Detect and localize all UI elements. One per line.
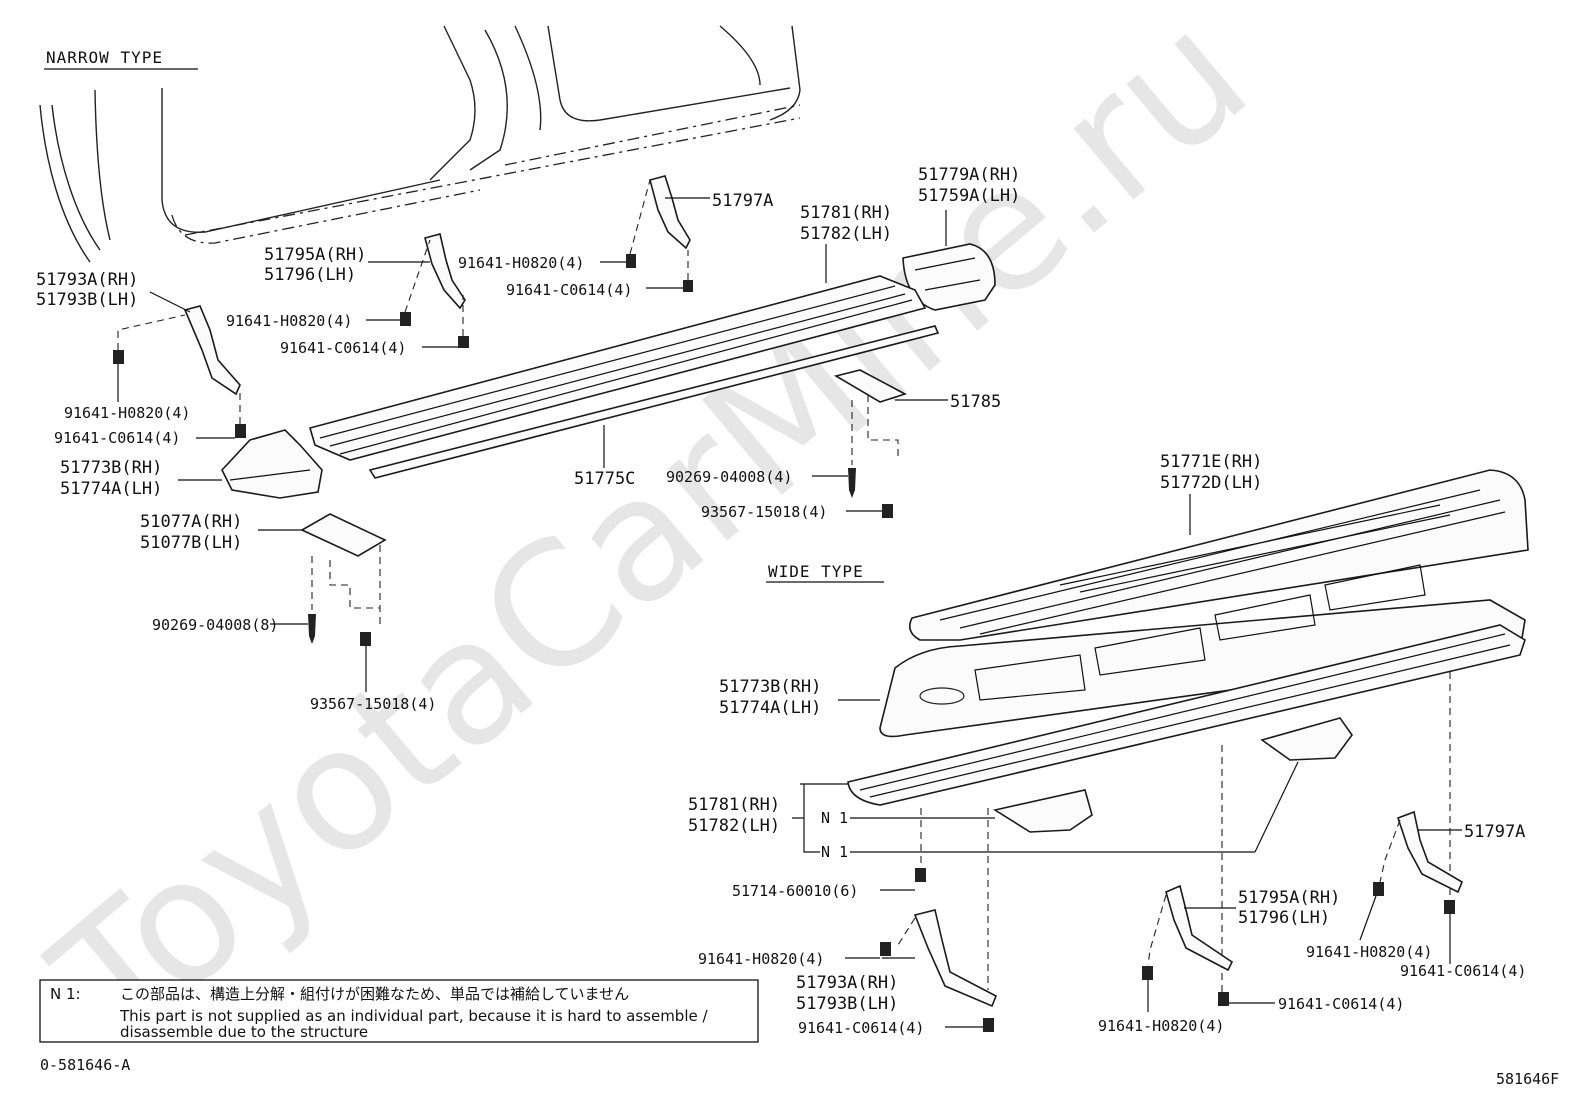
footer-left-code: 0-581646-A bbox=[40, 1056, 130, 1074]
bolt-icon bbox=[880, 868, 926, 891]
label-51793B-top: 51793B(LH) bbox=[36, 290, 138, 310]
label-51774A-wide: 51774A(LH) bbox=[719, 698, 821, 718]
label-51793A-wide: 51793A(RH) bbox=[796, 973, 898, 993]
bracket-51793A-narrow bbox=[149, 291, 241, 396]
label-51797A-top: 51797A bbox=[712, 191, 773, 211]
bracket-51795A-wide bbox=[1147, 884, 1236, 972]
label-91641-H0820-d: 91641-H0820(4) bbox=[1306, 943, 1432, 961]
board-frame-51773B-wide bbox=[879, 564, 1526, 738]
label-51779A: 51779A(RH) bbox=[918, 165, 1020, 185]
label-51775C: 51775C bbox=[574, 469, 635, 489]
assembly-dashlines-wide bbox=[920, 672, 1451, 1000]
end-cap-51779A bbox=[902, 210, 996, 311]
bolt-icon bbox=[600, 179, 693, 292]
plate-51785 bbox=[833, 369, 948, 465]
label-51782-wide: 51782(LH) bbox=[688, 816, 780, 836]
step-cover-51771E bbox=[909, 469, 1529, 641]
rail-51781-wide bbox=[847, 624, 1526, 833]
label-91641-H0820-c: 91641-H0820(4) bbox=[64, 404, 190, 422]
bolt-icon bbox=[812, 468, 893, 518]
plate-51077A bbox=[258, 513, 387, 628]
footer-right-code: 581646F bbox=[1496, 1070, 1559, 1088]
label-91641-C0614-e: 91641-C0614(4) bbox=[798, 1019, 924, 1037]
label-91641-C0614-c: 91641-C0614(4) bbox=[54, 429, 180, 447]
label-51795A-wide: 51795A(RH) bbox=[1238, 888, 1340, 908]
bracket-51793A-wide bbox=[882, 909, 998, 1008]
bracket-leader-n1 bbox=[792, 761, 1299, 853]
label-51781-top: 51781(RH) bbox=[800, 203, 892, 223]
bracket-51797A-narrow bbox=[649, 175, 710, 250]
label-93567-15018-a: 93567-15018(4) bbox=[701, 503, 827, 521]
label-90269-04008-a: 90269-04008(4) bbox=[666, 468, 792, 486]
label-51795A-top: 51795A(RH) bbox=[264, 245, 366, 265]
label-51782-top: 51782(LH) bbox=[800, 224, 892, 244]
label-51714-60010: 51714-60010(6) bbox=[732, 882, 858, 900]
label-91641-H0820-b: 91641-H0820(4) bbox=[226, 312, 352, 330]
label-51772D: 51772D(LH) bbox=[1160, 473, 1262, 493]
label-90269-04008-b: 90269-04008(8) bbox=[152, 616, 278, 634]
bracket-51795A-narrow bbox=[368, 233, 466, 310]
bolt-icon bbox=[270, 614, 371, 692]
note-n1-a: N 1 bbox=[821, 809, 848, 827]
label-51773B-top: 51773B(RH) bbox=[60, 458, 162, 478]
note-japanese: この部品は、構造上分解・組付けが困難なため、単品では補給していません bbox=[120, 985, 629, 1003]
label-51771E: 51771E(RH) bbox=[1160, 452, 1262, 472]
label-51077A: 51077A(RH) bbox=[140, 512, 242, 532]
label-91641-C0614-d: 91641-C0614(4) bbox=[1400, 962, 1526, 980]
label-51797A-wide: 51797A bbox=[1464, 822, 1525, 842]
label-91641-C0614-f: 91641-C0614(4) bbox=[1278, 995, 1404, 1013]
label-51793B-wide: 51793B(LH) bbox=[796, 994, 898, 1014]
note-prefix: N 1: bbox=[50, 985, 81, 1003]
label-51759A: 51759A(LH) bbox=[918, 186, 1020, 206]
bolt-icon bbox=[845, 942, 994, 1032]
label-91641-H0820-a: 91641-H0820(4) bbox=[458, 254, 584, 272]
label-51785: 51785 bbox=[950, 392, 1001, 412]
wide-type-header: WIDE TYPE bbox=[768, 562, 864, 581]
bolt-icon bbox=[113, 314, 246, 439]
bracket-51797A-wide bbox=[1379, 810, 1463, 894]
n1-note-box: N 1: この部品は、構造上分解・組付けが困難なため、単品では補給していません … bbox=[39, 979, 759, 1043]
label-51796-top: 51796(LH) bbox=[264, 265, 356, 285]
label-91641-C0614-a: 91641-C0614(4) bbox=[506, 281, 632, 299]
label-93567-15018-b: 93567-15018(4) bbox=[310, 695, 436, 713]
note-n1-b: N 1 bbox=[821, 843, 848, 861]
label-51774A-top: 51774A(LH) bbox=[60, 479, 162, 499]
note-english-line1: This part is not supplied as an individu… bbox=[119, 1007, 708, 1025]
end-cap-51773B-narrow bbox=[221, 429, 323, 499]
bolt-icon bbox=[1359, 882, 1455, 964]
label-51077B: 51077B(LH) bbox=[140, 533, 242, 553]
running-board-narrow bbox=[309, 275, 940, 479]
bolt-icon bbox=[366, 239, 469, 348]
label-91641-H0820-f: 91641-H0820(4) bbox=[1098, 1017, 1224, 1035]
label-51773B-wide: 51773B(RH) bbox=[719, 677, 821, 697]
label-51781-wide: 51781(RH) bbox=[688, 795, 780, 815]
label-91641-C0614-b: 91641-C0614(4) bbox=[280, 339, 406, 357]
note-english-line2: disassemble due to the structure bbox=[120, 1023, 368, 1041]
narrow-type-header: NARROW TYPE bbox=[46, 48, 163, 67]
bolt-icon bbox=[1142, 966, 1275, 1012]
label-91641-H0820-e: 91641-H0820(4) bbox=[698, 950, 824, 968]
label-51793A-top: 51793A(RH) bbox=[36, 270, 138, 290]
label-51796-wide: 51796(LH) bbox=[1238, 908, 1330, 928]
vehicle-body-outline bbox=[39, 25, 801, 263]
